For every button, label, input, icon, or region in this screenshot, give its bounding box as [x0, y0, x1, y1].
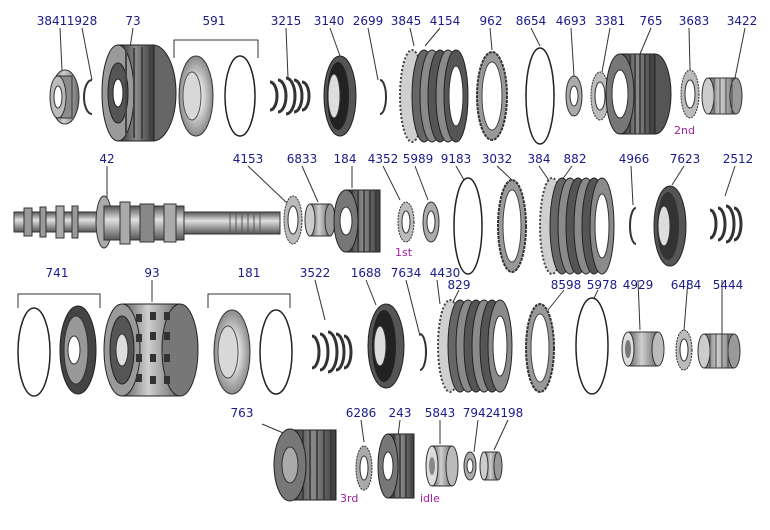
label-6484: 6484: [670, 278, 702, 292]
part-763-ring-gear: [273, 428, 337, 502]
part-6286-washer: [355, 445, 373, 491]
label-5843: 5843: [424, 406, 456, 420]
note-idle: idle: [420, 492, 440, 505]
label-5978: 5978: [586, 278, 618, 292]
label-7623: 7623: [669, 152, 701, 166]
leader-lines: [17, 27, 746, 453]
part-3140-piston: [323, 55, 357, 137]
part-591-piston: [178, 55, 256, 137]
part-1688-piston: [367, 303, 405, 389]
label-3522: 3522: [299, 266, 331, 280]
part-962-plate: [476, 51, 508, 141]
label-6286: 6286: [345, 406, 377, 420]
label-8654: 8654: [515, 14, 547, 28]
part-1928-snap-ring: [83, 79, 93, 115]
label-3215: 3215: [270, 14, 302, 28]
part-4929-sleeve: [621, 331, 665, 367]
label-4352: 4352: [367, 152, 399, 166]
label-3032: 3032: [481, 152, 513, 166]
label-6833: 6833: [286, 152, 318, 166]
part-8598-plate: [525, 303, 555, 393]
label-4966: 4966: [618, 152, 650, 166]
part-6484-thrust-bearing: [675, 329, 693, 371]
part-3422-needle-bearing: [701, 77, 743, 115]
label-4154: 4154: [429, 14, 461, 28]
part-42-input-shaft: [13, 195, 281, 249]
label-1688: 1688: [350, 266, 382, 280]
part-6833-needle-bearing: [304, 203, 336, 237]
part-3381-thrust-bearing: [590, 71, 610, 121]
part-4153-thrust-bearing: [283, 195, 303, 245]
label-591: 591: [202, 14, 226, 28]
label-4693: 4693: [555, 14, 587, 28]
part-93-clutch-housing: [103, 303, 199, 397]
note-2nd: 2nd: [674, 124, 695, 137]
label-4430: 4430: [429, 266, 461, 280]
part-3841-bearing: [49, 69, 80, 125]
label-882: 882: [563, 152, 587, 166]
label-3845: 3845: [390, 14, 422, 28]
label-829: 829: [447, 278, 471, 292]
label-3381: 3381: [594, 14, 626, 28]
part-4693-washer: [565, 75, 583, 117]
label-73: 73: [125, 14, 141, 28]
part-3683-thrust-bearing: [680, 69, 700, 119]
part-4430-829-clutch-pack: [437, 299, 513, 393]
label-763: 763: [230, 406, 254, 420]
part-4198-bushing: [479, 451, 503, 481]
note-1st: 1st: [395, 246, 413, 259]
label-2512: 2512: [722, 152, 754, 166]
part-2699-snap-ring: [379, 79, 387, 115]
label-4929: 4929: [622, 278, 654, 292]
label-181: 181: [237, 266, 261, 280]
part-741-piston: [17, 305, 97, 397]
part-2512-spring: [709, 204, 743, 244]
part-3215-spring: [269, 76, 311, 116]
part-3522-spring: [311, 330, 353, 374]
part-4352-thrust-bearing: [397, 201, 415, 243]
label-184: 184: [333, 152, 357, 166]
label-384: 384: [527, 152, 551, 166]
label-9183: 9183: [440, 152, 472, 166]
label-741: 741: [45, 266, 69, 280]
label-93: 93: [144, 266, 160, 280]
part-7623-piston: [653, 185, 687, 267]
label-4198: 4198: [492, 406, 524, 420]
label-5989: 5989: [402, 152, 434, 166]
label-3683: 3683: [678, 14, 710, 28]
part-5843-bearing: [425, 445, 459, 487]
label-7634: 7634: [390, 266, 422, 280]
part-7634-snap-ring: [419, 333, 427, 371]
label-42: 42: [99, 152, 115, 166]
label-765: 765: [639, 14, 663, 28]
part-765-ring-gear: [605, 53, 672, 135]
part-5989-washer: [422, 201, 440, 243]
label-1928: 1928: [66, 14, 98, 28]
note-3rd: 3rd: [340, 492, 359, 505]
part-243-gear: [377, 433, 415, 499]
label-7942: 7942: [462, 406, 494, 420]
part-3845-4154-clutch-pack: [399, 49, 469, 143]
part-3032-plate: [497, 179, 527, 273]
label-2699: 2699: [352, 14, 384, 28]
part-4966-snap-ring: [629, 207, 637, 245]
label-3841: 3841: [36, 14, 68, 28]
label-962: 962: [479, 14, 503, 28]
part-7942-washer: [463, 451, 477, 481]
part-5444-needle-bearing: [697, 333, 741, 369]
label-5444: 5444: [712, 278, 744, 292]
part-384-882-clutch-pack: [539, 177, 615, 275]
part-73-clutch-drum: [101, 44, 177, 142]
label-3422: 3422: [726, 14, 758, 28]
part-5978-ring: [575, 297, 609, 395]
label-243: 243: [388, 406, 412, 420]
label-8598: 8598: [550, 278, 582, 292]
part-8654-ring: [525, 47, 555, 145]
part-181-piston: [213, 309, 293, 395]
part-9183-ring: [453, 177, 483, 275]
label-3140: 3140: [313, 14, 345, 28]
label-4153: 4153: [232, 152, 264, 166]
part-184-sun-gear: [333, 189, 381, 253]
